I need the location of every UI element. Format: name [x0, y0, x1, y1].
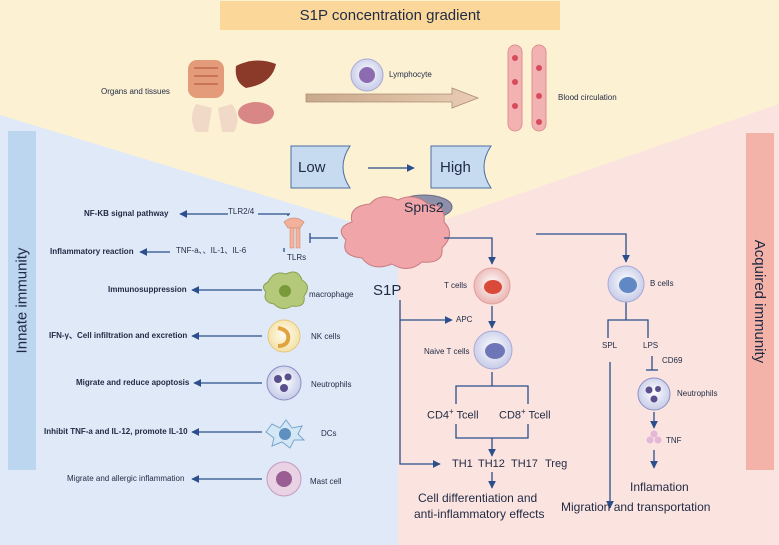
- s1p-to-tcells-arrow: [444, 237, 496, 265]
- acquired-neutro-label: Neutrophils: [677, 389, 718, 398]
- macrophage-label: macrophage: [309, 290, 354, 299]
- s1p-cloud: [340, 196, 450, 269]
- spleen-icon: [238, 102, 274, 124]
- apc-label: APC: [456, 315, 473, 324]
- blood-cell: [512, 55, 518, 61]
- tcell-nucleus: [484, 280, 502, 294]
- s1p-to-bcells-arrow: [536, 233, 630, 263]
- tlrs-label: TLRs: [287, 253, 307, 262]
- lungs-icon: [192, 104, 238, 132]
- lymphocyte-nucleus: [359, 67, 375, 83]
- organs-label: Organs and tissues: [101, 87, 170, 96]
- naive-label: Naive T cells: [424, 347, 470, 356]
- th12-label: TH12: [478, 458, 505, 470]
- naive-tcell-nucleus: [485, 343, 505, 359]
- acquired-panel-title-text: Acquired immunity: [751, 239, 769, 364]
- liver-icon: [235, 60, 276, 88]
- mast-label: Mast cell: [310, 477, 342, 486]
- outcome-line2: anti-inflammatory effects: [414, 507, 545, 521]
- tcell-arrows: [399, 237, 529, 489]
- acquired-region: [398, 104, 779, 545]
- blood-label: Blood circulation: [558, 93, 617, 102]
- nk-cell-nucleus: [277, 326, 291, 348]
- tnf-icon: [646, 430, 662, 444]
- immunosuppression-label: Immunosuppression: [108, 285, 187, 294]
- mast-cell-nucleus: [276, 471, 292, 487]
- high-label: High: [440, 159, 471, 176]
- dc-effect-label: Inhibit TNF-a and IL-12, promote IL-10: [44, 427, 188, 436]
- mast-effect-label: Migrate and allergic inflammation: [67, 474, 185, 483]
- neutro-label: Neutrophils: [311, 380, 352, 389]
- nk-effect-label: IFN-γ、Cell infiltration and excretion: [49, 331, 188, 340]
- lps-label: LPS: [643, 341, 659, 350]
- innate-panel-title-text: Innate immunity: [13, 247, 31, 354]
- lymphocyte-label: Lymphocyte: [389, 70, 432, 79]
- cd4-suffix: Tcell: [456, 409, 479, 422]
- low-shape: [290, 145, 351, 189]
- high-shape: [430, 145, 492, 189]
- tlr24-label: TLR2/4: [228, 207, 255, 216]
- neutrophil-cell: [266, 365, 302, 401]
- intestine-icon-folds: [194, 67, 218, 85]
- s1p-to-th-arrow: [399, 320, 441, 468]
- tcells-label: T cells: [444, 281, 467, 290]
- innate-arrows: [139, 210, 338, 483]
- acquired-panel-title: Acquired immunity: [746, 133, 774, 470]
- inflammatory-label: Inflammatory reaction: [50, 247, 134, 256]
- tlr-receptor-icon: [283, 217, 305, 249]
- innate-panel: [8, 131, 36, 470]
- migration-label: Migration and transportation: [561, 500, 711, 514]
- intestine-icon: [188, 60, 224, 98]
- blood-cell: [536, 119, 542, 125]
- cd8-sup: +: [521, 407, 526, 416]
- blood-vessel-illustration: [507, 44, 547, 132]
- treg-label: Treg: [545, 458, 568, 470]
- naive-split: [455, 385, 529, 404]
- bcell-nucleus: [619, 277, 637, 293]
- neutro-effect-label: Migrate and reduce apoptosis: [76, 378, 190, 387]
- page-title-text: S1P concentration gradient: [299, 7, 481, 24]
- page-title: S1P concentration gradient: [220, 1, 560, 30]
- cd8-text: CD8: [499, 409, 522, 422]
- dc-nucleus: [279, 428, 291, 440]
- macrophage-nucleus: [279, 285, 291, 297]
- bcells-label: B cells: [650, 279, 674, 288]
- acquired-neutrophil-cell: [637, 377, 671, 411]
- blood-vessel-left: [507, 44, 523, 132]
- low-label: Low: [298, 159, 326, 176]
- th17-label: TH17: [511, 458, 538, 470]
- dc-label: DCs: [321, 429, 337, 438]
- innate-panel-title: Innate immunity: [8, 131, 36, 470]
- blood-cell: [536, 65, 542, 71]
- spl-label: SPL: [602, 341, 618, 350]
- bcell-arrows: [536, 233, 658, 509]
- cd8-suffix: Tcell: [528, 409, 551, 422]
- blood-cell: [512, 103, 518, 109]
- th1-label: TH1: [452, 458, 473, 470]
- spns2-label: Spns2: [404, 199, 444, 215]
- nk-cell: [267, 319, 301, 353]
- cd8-label: CD8+ Tcell: [499, 408, 551, 422]
- outcome-line1: Cell differentiation and: [418, 491, 538, 505]
- cd4-sup: +: [449, 407, 454, 416]
- blood-cell: [512, 79, 518, 85]
- migration-arrow: [305, 87, 480, 109]
- organs-illustration: [188, 60, 276, 132]
- s1p-label: S1P: [373, 282, 402, 299]
- cytokines-label: TNF-a、、IL-1、IL-6: [176, 246, 247, 255]
- nfkb-label: NF-KB signal pathway: [84, 209, 169, 218]
- blood-vessel-right: [531, 44, 547, 132]
- tnf-label: TNF: [666, 436, 682, 445]
- cd69-label: CD69: [662, 356, 683, 365]
- nk-label: NK cells: [311, 332, 341, 341]
- blood-cell: [536, 93, 542, 99]
- inflamation-label: Inflamation: [630, 480, 689, 494]
- cd4-label: CD4+ Tcell: [427, 408, 479, 422]
- bcell-split: [607, 319, 649, 338]
- cd4-text: CD4: [427, 409, 450, 422]
- acquired-panel: [746, 133, 774, 470]
